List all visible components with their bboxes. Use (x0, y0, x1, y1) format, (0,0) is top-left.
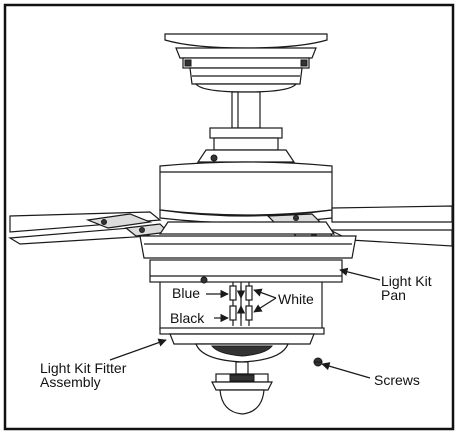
screw-guides (159, 282, 323, 330)
label-white: White (278, 291, 314, 307)
wire-connectors (229, 282, 253, 326)
screw (313, 357, 323, 367)
motor-coupler (196, 127, 296, 163)
label-light-kit-pan-line2: Pan (381, 287, 406, 303)
diagram-border (3, 3, 455, 431)
canopy (164, 33, 328, 93)
label-black: Black (170, 310, 205, 326)
label-blue: Blue (172, 285, 200, 301)
leader-lines (109, 267, 381, 379)
light-kit-pan (149, 259, 343, 284)
label-fitter-line2: Assembly (40, 374, 101, 390)
label-screws: Screws (374, 372, 420, 388)
light-kit-fitter-assembly (159, 327, 325, 415)
label-fitter-line1: Light Kit Fitter (40, 360, 127, 376)
switch-housing-top (139, 221, 357, 259)
label-light-kit-pan-line1: Light Kit (381, 273, 432, 289)
downrod (231, 91, 261, 129)
